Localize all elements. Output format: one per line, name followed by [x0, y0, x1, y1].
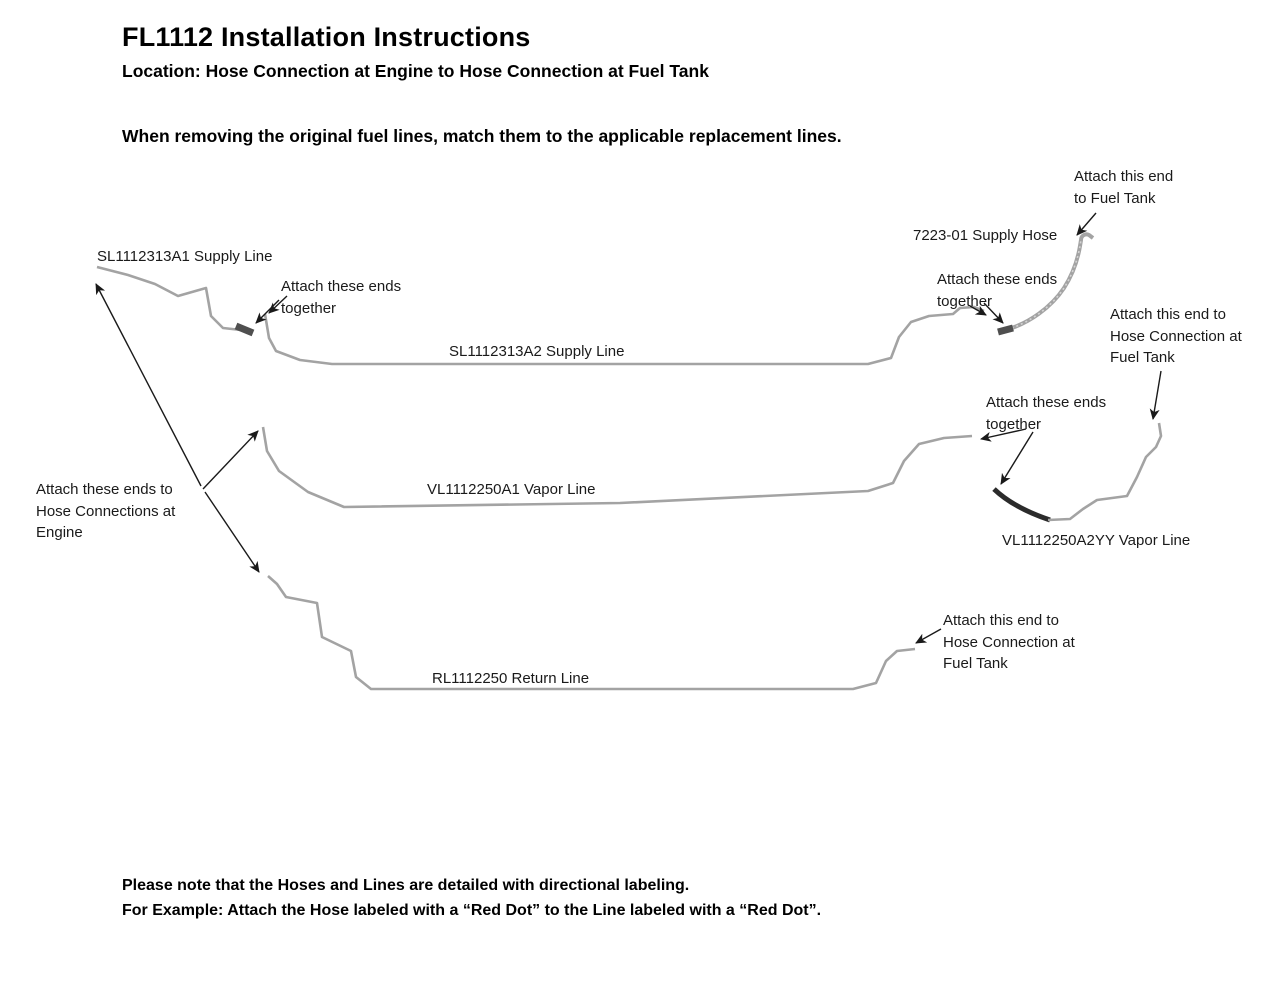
arrow-engine-to-supply-line — [95, 283, 202, 487]
arrow-attach-together-middle-1 — [980, 428, 1027, 442]
rl1112250-line-path — [267, 575, 916, 691]
footer-note-line2: For Example: Attach the Hose labeled wit… — [122, 902, 822, 919]
label-attach-ends-together-left: Attach these ends together — [281, 278, 402, 317]
label-attach-end-fuel-tank-top: Attach this end to Fuel Tank — [1074, 168, 1174, 207]
label-attach-ends-together-top-right: Attach these ends together — [937, 271, 1058, 310]
label-vl1112250a2yy-vapor-line: VL1112250A2YY Vapor Line — [1002, 532, 1191, 549]
arrow-attach-end-hose-connection-right — [1149, 370, 1162, 420]
instruction-text: When removing the original fuel lines, m… — [122, 126, 842, 146]
arrow-attach-together-left-1 — [255, 299, 280, 324]
vl1112250a1-line-path — [261, 426, 973, 509]
label-attach-end-fuel-tank-bottom: Attach this end to Hose Connection at Fu… — [943, 612, 1075, 672]
supply-hose-fitting — [997, 324, 1014, 336]
arrow-attach-end-fuel-tank-top — [1076, 212, 1097, 236]
footer-note-line1: Please note that the Hoses and Lines are… — [122, 877, 690, 894]
label-attach-ends-together-middle: Attach these ends together — [986, 394, 1107, 433]
sl1112313a2-line-path — [263, 305, 985, 366]
arrow-attach-together-left-2 — [268, 295, 288, 314]
annotation-arrows — [95, 212, 1162, 644]
page-subtitle: Location: Hose Connection at Engine to H… — [122, 61, 709, 81]
sl1112313a1-line-path — [96, 265, 251, 333]
page-title: FL1112 Installation Instructions — [122, 22, 531, 52]
vl1112250a2yy-dark-hose-path — [992, 487, 1051, 523]
label-sl1112313a1-supply-line: SL1112313A1 Supply Line — [97, 248, 273, 265]
sl1112313a1-fitting — [234, 322, 255, 337]
arrow-attach-together-middle-2 — [1000, 431, 1034, 485]
label-sl1112313a2-supply-line: SL1112313A2 Supply Line — [449, 343, 625, 360]
arrow-engine-to-vapor-line — [202, 430, 259, 490]
label-supply-hose: 7223-01 Supply Hose — [913, 227, 1058, 244]
arrow-attach-together-top-right-1 — [969, 305, 987, 316]
vl1112250a2yy-line-path — [1047, 422, 1163, 522]
label-vl1112250a1-vapor-line: VL1112250A1 Vapor Line — [427, 481, 596, 498]
arrow-attach-end-fuel-tank-bottom — [915, 628, 942, 644]
label-attach-ends-engine: Attach these ends to Hose Connections at… — [36, 481, 176, 541]
arrow-attach-together-top-right-2 — [983, 302, 1004, 324]
arrow-engine-to-return-line — [204, 491, 260, 573]
label-rl1112250-return-line: RL1112250 Return Line — [432, 670, 590, 687]
label-attach-end-hose-connection-right: Attach this end to Hose Connection at Fu… — [1110, 306, 1242, 366]
